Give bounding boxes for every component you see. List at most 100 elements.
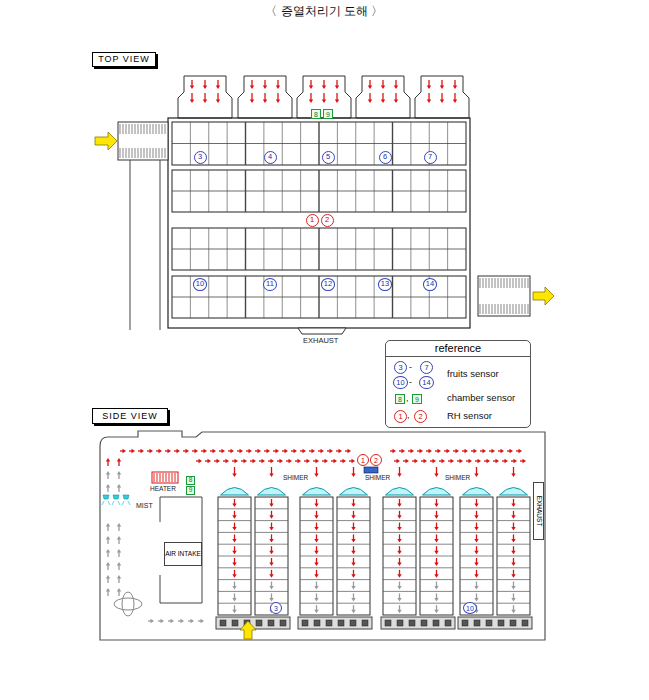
roller bbox=[489, 278, 490, 288]
sensor-number: 8 bbox=[398, 396, 402, 403]
arrow-head bbox=[253, 459, 257, 463]
arrow-head bbox=[434, 610, 438, 614]
cart-divider bbox=[392, 228, 393, 270]
legend-text: chamber sensor bbox=[447, 393, 515, 403]
arrow-head bbox=[314, 515, 318, 519]
fruit-crate-stack bbox=[383, 497, 416, 615]
arrow-head bbox=[434, 574, 438, 578]
part-name: SHIMER bbox=[364, 475, 391, 482]
arrow-head bbox=[106, 549, 110, 553]
airflow-arrow bbox=[107, 474, 108, 479]
crate-divider bbox=[460, 556, 493, 557]
arrow-head bbox=[351, 539, 355, 543]
mist-spray bbox=[102, 501, 104, 505]
arrow-head bbox=[474, 574, 478, 578]
airflow-arrow bbox=[336, 93, 337, 100]
sensor-number: 1 bbox=[310, 216, 314, 224]
crate-divider bbox=[383, 556, 416, 557]
crate-divider bbox=[383, 532, 416, 533]
airflow-arrow bbox=[251, 93, 252, 100]
crate-divider bbox=[255, 591, 288, 592]
airflow-arrow bbox=[118, 461, 119, 466]
fan-housing bbox=[238, 76, 292, 118]
arrow-head bbox=[427, 86, 431, 90]
chamber-sensor: 8 bbox=[311, 109, 321, 119]
airflow-arrow bbox=[316, 546, 317, 551]
airflow-arrow bbox=[118, 474, 119, 479]
arrow-head bbox=[453, 86, 457, 90]
arrow-head bbox=[322, 100, 326, 104]
circulation-fan bbox=[463, 488, 491, 496]
airflow-arrow bbox=[513, 582, 514, 587]
arrow-head bbox=[368, 100, 372, 104]
arrow-head bbox=[269, 527, 273, 531]
arrow-head bbox=[478, 459, 482, 463]
arrow-head bbox=[298, 459, 302, 463]
sensor-number: 13 bbox=[381, 280, 389, 288]
cart-divider bbox=[282, 276, 283, 318]
airflow-arrow bbox=[107, 565, 108, 570]
airflow-arrow bbox=[353, 605, 354, 610]
arrow-head bbox=[330, 449, 334, 453]
arrow-head bbox=[474, 515, 478, 519]
arrow-head bbox=[453, 100, 457, 104]
airflow-arrow bbox=[436, 570, 437, 575]
airflow-arrow bbox=[436, 534, 437, 539]
arrow-head bbox=[117, 523, 121, 527]
roller bbox=[150, 148, 151, 158]
arrow-head bbox=[171, 619, 175, 623]
arrow-head bbox=[514, 459, 518, 463]
airflow-arrow bbox=[353, 523, 354, 528]
arrow-head bbox=[351, 563, 355, 567]
sensor-number: 7 bbox=[424, 364, 428, 372]
airflow-arrow bbox=[513, 546, 514, 551]
arrow-head bbox=[106, 536, 110, 540]
airflow-arrow bbox=[513, 523, 514, 528]
wheel bbox=[350, 620, 356, 626]
cart-divider bbox=[318, 276, 319, 318]
arrow-head bbox=[195, 449, 199, 453]
roller bbox=[528, 304, 529, 314]
airflow-arrow bbox=[316, 582, 317, 587]
arrow-head bbox=[276, 86, 280, 90]
crate-divider bbox=[497, 579, 530, 580]
arrow-head bbox=[325, 459, 329, 463]
sensor-number: 9 bbox=[415, 396, 419, 403]
fan-housing bbox=[415, 76, 469, 118]
airflow-arrow bbox=[191, 80, 192, 86]
airflow-arrow bbox=[316, 593, 317, 598]
airflow-arrow bbox=[316, 534, 317, 539]
airflow-arrow bbox=[118, 565, 119, 570]
airflow-arrow bbox=[234, 605, 235, 610]
crate-divider bbox=[420, 520, 453, 521]
roller bbox=[129, 148, 130, 158]
wheel bbox=[421, 620, 427, 626]
airflow-arrow bbox=[436, 499, 437, 504]
roller bbox=[492, 278, 493, 288]
arrow-head bbox=[232, 610, 236, 614]
fan bbox=[122, 592, 134, 616]
fruits-sensor: 6 bbox=[379, 151, 392, 164]
airflow-arrow bbox=[476, 523, 477, 528]
chamber-outline bbox=[100, 431, 545, 640]
arrow-head bbox=[351, 610, 355, 614]
airflow-arrow bbox=[336, 80, 337, 86]
roller bbox=[141, 124, 142, 134]
sensor-number: 8 bbox=[189, 477, 193, 484]
arrow-head bbox=[381, 86, 385, 90]
roller bbox=[165, 124, 166, 134]
crate-divider bbox=[255, 532, 288, 533]
airflow-arrow bbox=[395, 93, 396, 100]
arrow-head bbox=[511, 474, 515, 478]
arrow-head bbox=[343, 459, 347, 463]
fan bbox=[114, 598, 142, 610]
wheel bbox=[385, 620, 391, 626]
airflow-arrow bbox=[107, 487, 108, 492]
cart-divider bbox=[263, 170, 264, 212]
arrow-head bbox=[235, 459, 239, 463]
arrow-head bbox=[117, 484, 121, 488]
roller bbox=[141, 148, 142, 158]
arrow-head bbox=[232, 474, 236, 478]
arrow-head bbox=[213, 449, 217, 453]
arrow-head bbox=[314, 474, 318, 478]
